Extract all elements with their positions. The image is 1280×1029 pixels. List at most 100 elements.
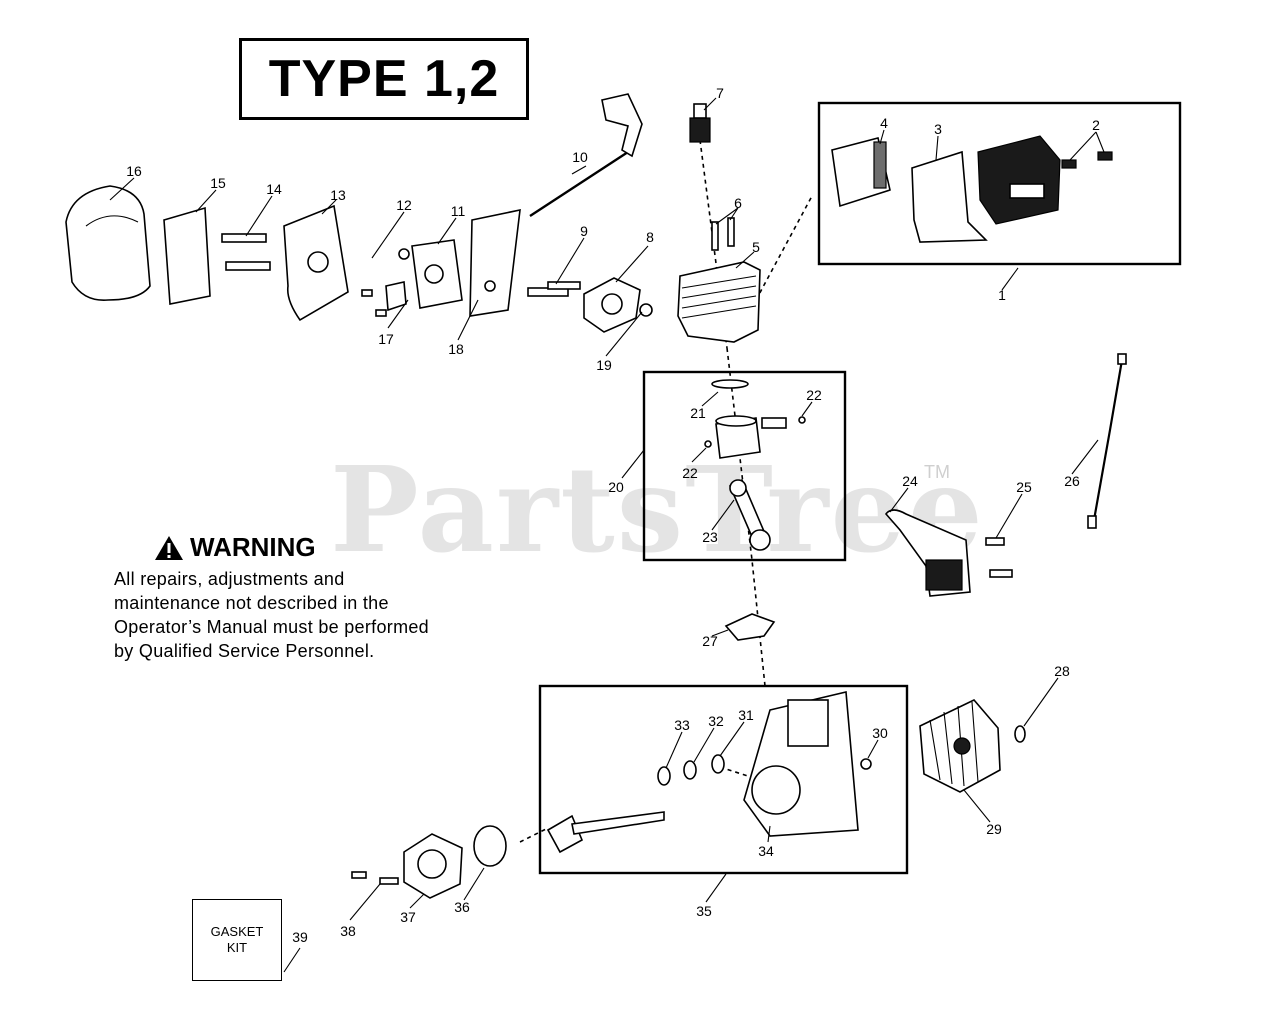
intake-o-ring xyxy=(639,303,653,317)
leader-15 xyxy=(195,189,217,213)
type-label: TYPE 1,2 xyxy=(268,50,500,108)
leader-18 xyxy=(457,299,479,341)
leader-14 xyxy=(245,195,273,237)
lead-wire-terminal-top xyxy=(1117,353,1127,365)
intake-screw-upper xyxy=(547,281,581,290)
primer-screw-lower xyxy=(375,309,387,317)
leader-33 xyxy=(665,731,683,769)
leader-11 xyxy=(437,217,457,245)
callout-1: 1 xyxy=(998,287,1006,303)
leader-3 xyxy=(935,135,939,161)
crankcase-cover-opening xyxy=(417,849,447,879)
piston-crown xyxy=(715,415,757,427)
cover-screw-upper xyxy=(351,871,367,879)
leader-27 xyxy=(711,629,729,637)
cover-screw-lower xyxy=(379,877,399,885)
flywheel-nut xyxy=(1014,725,1026,743)
leader-8 xyxy=(615,245,649,283)
coil-screw-upper xyxy=(985,537,1005,546)
leader-20 xyxy=(621,449,645,479)
piston-ring xyxy=(711,379,749,389)
callout-10: 10 xyxy=(572,149,588,165)
callout-30: 30 xyxy=(872,725,888,741)
callout-22-lower: 22 xyxy=(682,465,698,481)
callout-5: 5 xyxy=(752,239,760,255)
leader-24 xyxy=(889,487,909,513)
assembly-line-crank xyxy=(519,827,549,843)
callout-39: 39 xyxy=(292,929,308,945)
callout-6: 6 xyxy=(734,195,742,211)
callout-2: 2 xyxy=(1092,117,1100,133)
callout-24: 24 xyxy=(902,473,918,489)
muffler-screw-right xyxy=(1097,151,1113,161)
leader-28 xyxy=(1023,677,1059,727)
air-filter xyxy=(163,206,211,305)
assembly-line-cylinder xyxy=(726,347,766,687)
callout-14: 14 xyxy=(266,181,282,197)
crankcase-bore xyxy=(751,765,801,815)
bearing-32 xyxy=(683,760,697,780)
muffler-assembly-box xyxy=(817,101,1182,266)
flywheel-hub xyxy=(953,737,971,755)
leader-7 xyxy=(703,97,717,111)
leader-4 xyxy=(879,129,885,145)
callout-28: 28 xyxy=(1054,663,1070,679)
leader-26 xyxy=(1071,439,1099,475)
gasket-kit-line-1: GASKET xyxy=(210,924,264,939)
callout-25: 25 xyxy=(1016,479,1032,495)
heat-shield-flange xyxy=(873,141,887,189)
callout-33: 33 xyxy=(674,717,690,733)
cylinder-fins xyxy=(681,275,757,319)
leader-6 xyxy=(715,207,739,225)
crankcase-gasket xyxy=(724,613,776,641)
leader-12 xyxy=(371,211,405,259)
gasket-kit-box: GASKET KIT xyxy=(192,899,282,981)
piston-pin xyxy=(761,417,787,429)
leader-35 xyxy=(705,873,727,903)
callout-20: 20 xyxy=(608,479,624,495)
assembly-line-muffler xyxy=(755,195,813,301)
callout-22-upper: 22 xyxy=(806,387,822,403)
leader-5 xyxy=(735,251,755,269)
warning-notice: WARNING All repairs, adjustments and mai… xyxy=(114,532,444,663)
gasket-kit-line-2: KIT xyxy=(226,940,248,955)
crankshaft-key xyxy=(860,758,872,770)
ignition-coil-core xyxy=(925,559,963,591)
air-filter-cover-ridge xyxy=(85,215,139,227)
muffler-outlet xyxy=(1009,183,1045,199)
lead-wire-terminal-bottom xyxy=(1087,515,1097,529)
connecting-rod-small-end xyxy=(729,479,747,497)
callout-35: 35 xyxy=(696,903,712,919)
piston-assembly-box xyxy=(642,370,847,562)
screw-long-upper xyxy=(221,233,267,243)
callout-37: 37 xyxy=(400,909,416,925)
muffler-body xyxy=(977,135,1061,225)
connecting-rod-big-end xyxy=(749,529,771,551)
callout-29: 29 xyxy=(986,821,1002,837)
leader-2 xyxy=(1069,131,1105,161)
piston-pin-clip-left xyxy=(704,440,712,448)
leader-21 xyxy=(701,391,719,407)
callout-8: 8 xyxy=(646,229,654,245)
bearing-31 xyxy=(711,754,725,774)
leader-22-upper xyxy=(801,401,813,417)
carburetor-throat xyxy=(424,264,444,284)
leader-19 xyxy=(605,311,643,357)
piston-pin-clip-right xyxy=(798,416,806,424)
leader-30 xyxy=(867,739,879,759)
carburetor-pin xyxy=(398,248,410,260)
air-filter-cover xyxy=(65,185,151,301)
leader-34 xyxy=(767,825,771,843)
cylinder-screw-left xyxy=(711,221,719,251)
seal-33 xyxy=(657,766,671,786)
callout-16: 16 xyxy=(126,163,142,179)
ignition-lead-wire xyxy=(1092,359,1124,521)
callout-32: 32 xyxy=(708,713,724,729)
leader-32 xyxy=(693,727,715,763)
callout-11: 11 xyxy=(451,203,466,219)
leader-17 xyxy=(387,299,409,329)
crankcase-cover-o-ring xyxy=(473,825,507,867)
air-box-port xyxy=(307,251,329,273)
callout-21: 21 xyxy=(690,405,706,421)
